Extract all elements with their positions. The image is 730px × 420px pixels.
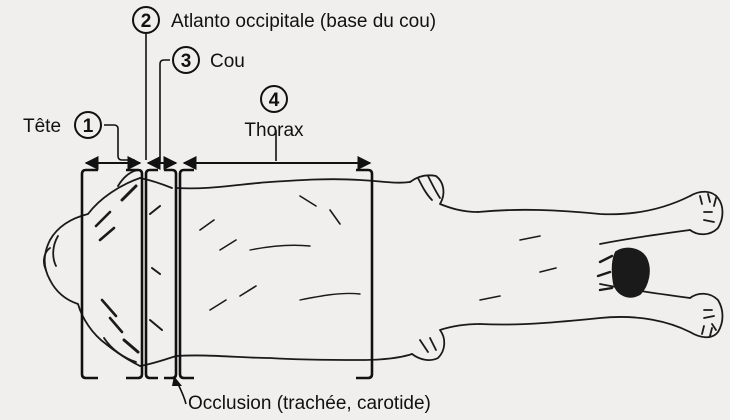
marker-2: 2	[133, 7, 159, 33]
marker-1-number: 1	[83, 116, 94, 137]
marker-4-number: 4	[269, 90, 280, 111]
label-occlusion: Occlusion (trachée, carotide)	[188, 393, 431, 414]
label-thorax: Thorax	[244, 120, 304, 141]
marker-1: 1	[75, 112, 101, 138]
leader-lines	[104, 34, 276, 404]
marker-3-number: 3	[181, 51, 192, 72]
marker-4: 4	[261, 86, 287, 112]
marker-3: 3	[173, 47, 199, 73]
label-atlanto-occipitale: Atlanto occipitale (base du cou)	[171, 11, 436, 32]
label-tete: Tête	[23, 116, 61, 137]
label-cou: Cou	[210, 51, 245, 72]
marker-2-number: 2	[141, 11, 152, 32]
bracket-thorax	[180, 170, 372, 378]
